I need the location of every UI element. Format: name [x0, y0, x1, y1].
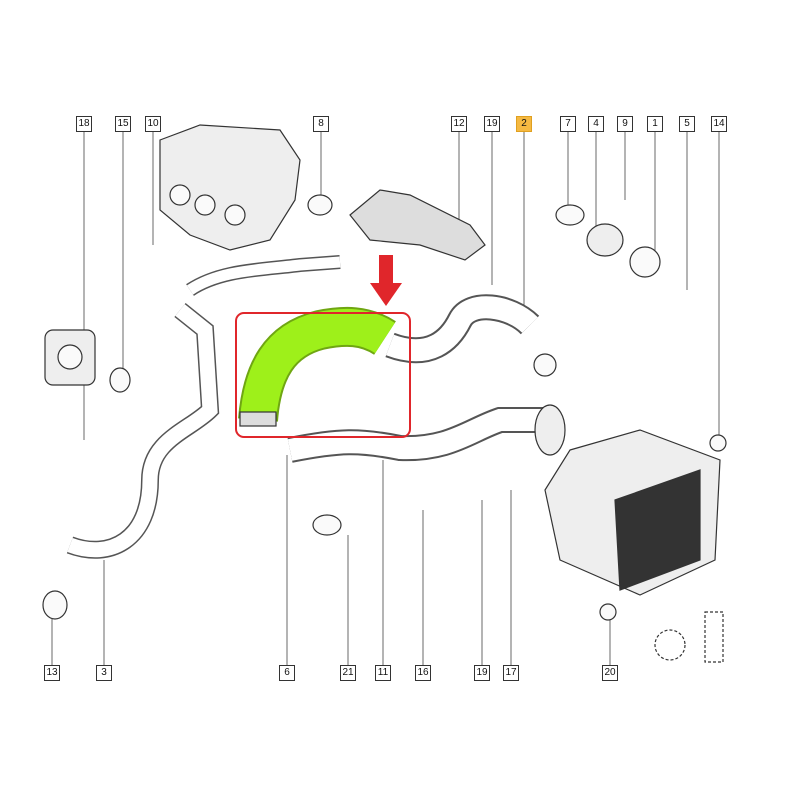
part-label-3: 3 [96, 665, 112, 681]
parts [42, 124, 727, 663]
seal-ring-5 [533, 353, 557, 377]
air-hose-12 [349, 189, 486, 261]
grommet-20 [599, 603, 617, 621]
part-label-5: 5 [679, 116, 695, 132]
part-label-11: 11 [375, 665, 391, 681]
part-label-6: 6 [279, 665, 295, 681]
part-label-12: 12 [451, 116, 467, 132]
callout-arrow-icon [370, 255, 402, 306]
part-label-19: 19 [484, 116, 500, 132]
part-label-1: 1 [647, 116, 663, 132]
part-label-16: 16 [415, 665, 431, 681]
part-label-2: 2 [516, 116, 532, 132]
seal-ring-1 [629, 246, 661, 278]
part-label-7: 7 [560, 116, 576, 132]
seal-ring-15 [109, 367, 131, 393]
part-label-14: 14 [711, 116, 727, 132]
part-label-9: 9 [617, 116, 633, 132]
flange-4 [586, 223, 624, 257]
clamp-7 [555, 204, 585, 226]
part-label-17: 17 [503, 665, 519, 681]
seal-ring-13 [42, 590, 68, 620]
part-label-18: 18 [76, 116, 92, 132]
part-label-4: 4 [588, 116, 604, 132]
part-label-20: 20 [602, 665, 618, 681]
clamp-21 [312, 514, 342, 536]
part-label-10: 10 [145, 116, 161, 132]
intake-manifold [159, 124, 301, 251]
part-label-21: 21 [340, 665, 356, 681]
part-label-15: 15 [115, 116, 131, 132]
part-label-13: 13 [44, 665, 60, 681]
part-label-8: 8 [313, 116, 329, 132]
callout-box [235, 312, 411, 438]
part-label-19: 19 [474, 665, 490, 681]
grommet-14 [709, 434, 727, 452]
